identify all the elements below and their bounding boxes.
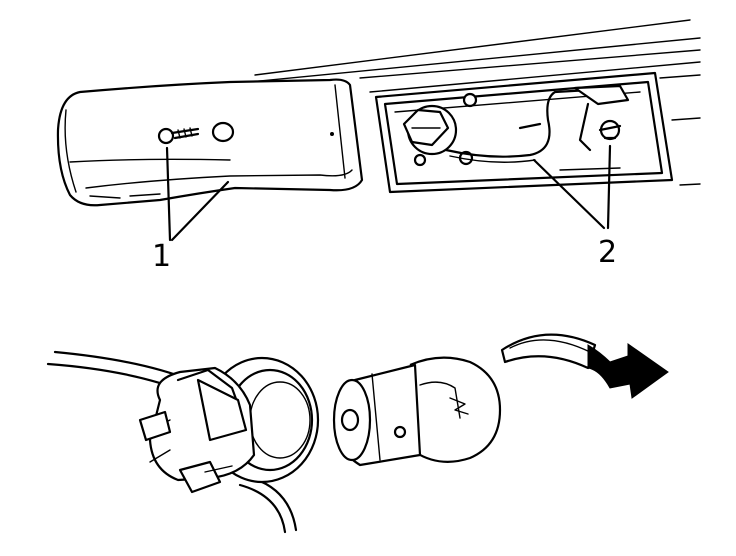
callout-2: 2	[532, 144, 617, 270]
lamp-lens	[56, 78, 364, 207]
lamp-housing	[374, 71, 674, 194]
callout-label-2: 2	[598, 235, 617, 270]
bulb	[332, 356, 502, 467]
bulb-holder	[46, 350, 320, 534]
callout-1: 1	[152, 146, 230, 274]
callout-label-1: 1	[152, 239, 171, 274]
rotate-arrow-icon	[500, 333, 669, 399]
body-panel	[249, 19, 701, 186]
